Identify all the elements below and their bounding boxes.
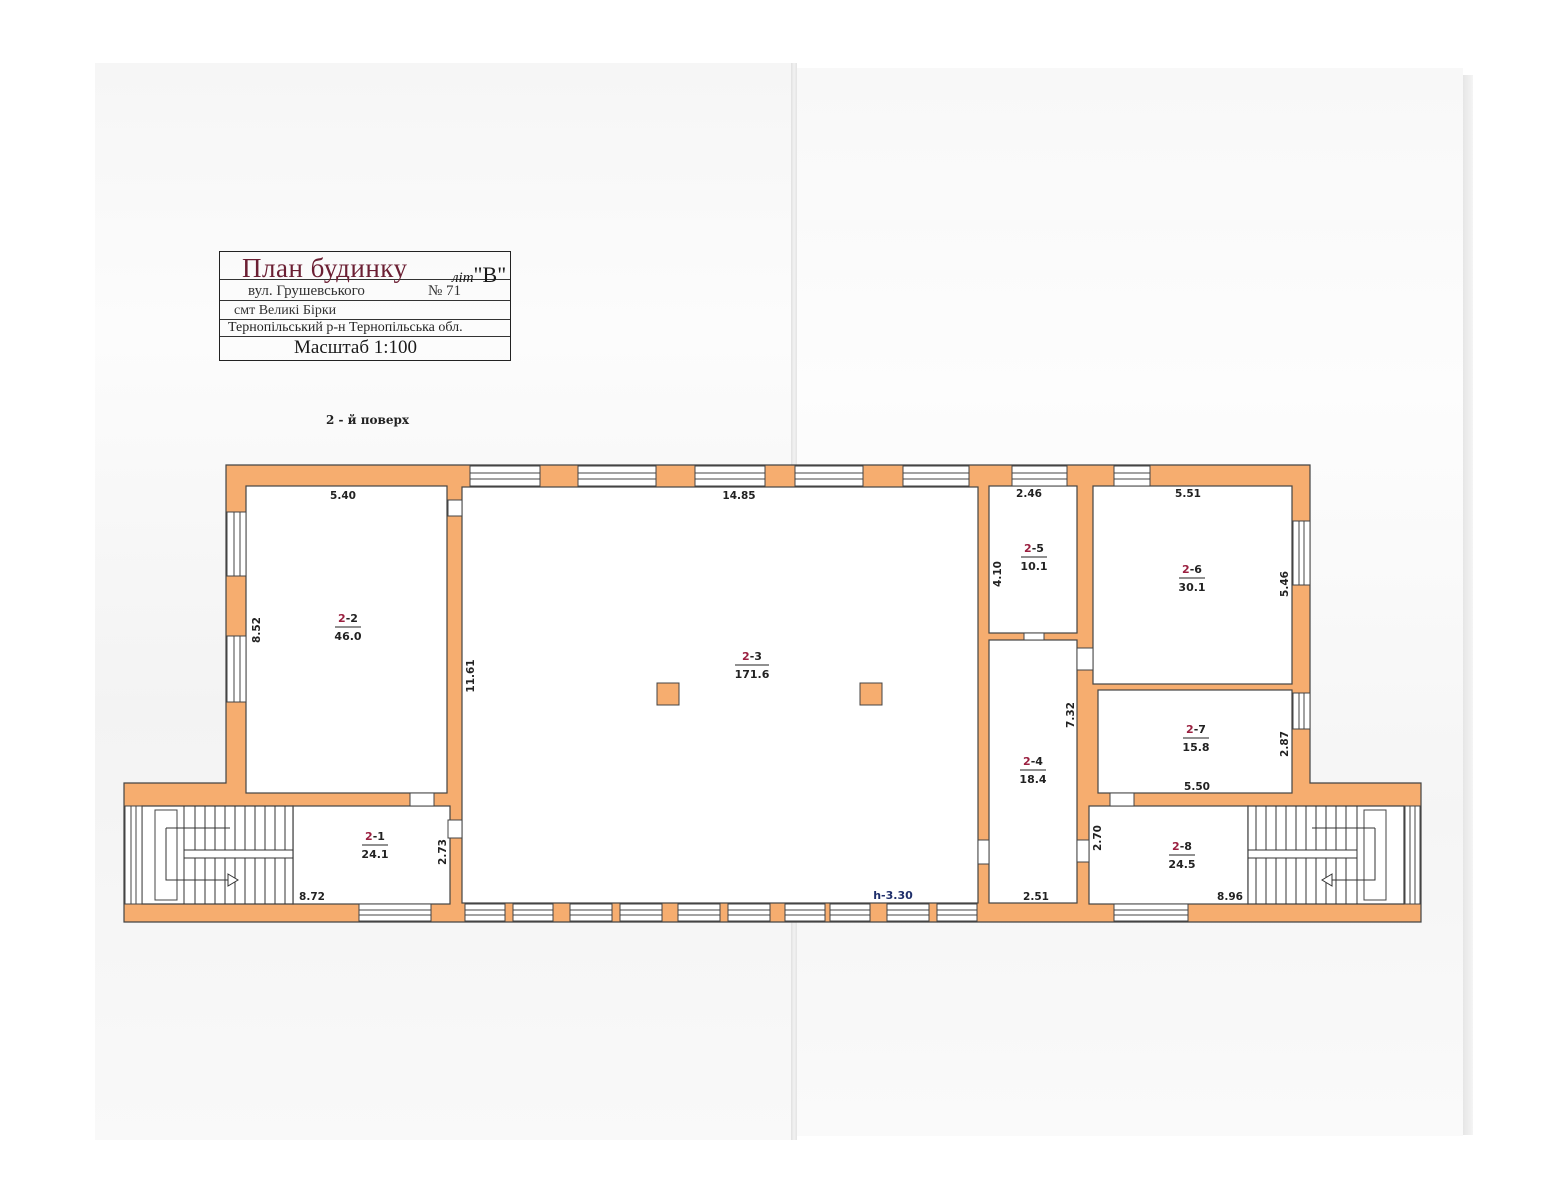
window-top-4 <box>794 465 864 487</box>
dim-8-52: 8.52 <box>251 617 263 643</box>
room-2-1-id: 2-1 <box>365 830 385 843</box>
house-number: № 71 <box>428 283 462 299</box>
dim-2-46: 2.46 <box>1016 488 1042 500</box>
lit-label: літ"В" <box>452 262 506 288</box>
region-label: Тернопільський р-н Тернопільська обл. <box>228 320 463 335</box>
window-bottom-3 <box>512 903 554 922</box>
window-bottom-6 <box>677 903 721 922</box>
dim-8-96: 8.96 <box>1217 891 1243 903</box>
title-row-divider <box>220 279 510 280</box>
room-2-1-floor <box>292 805 451 905</box>
window-bottom-9 <box>829 903 871 922</box>
window-bottom-1 <box>358 903 432 922</box>
room-2-3-area: 171.6 <box>735 668 770 681</box>
right-staircase <box>1248 806 1387 904</box>
room-2-7-label: 2-7 15.8 <box>1182 723 1209 754</box>
room-2-2-area: 46.0 <box>334 630 361 643</box>
room-2-4-id: 2-4 <box>1023 755 1043 768</box>
room-2-1-label: 2-1 24.1 <box>361 830 388 861</box>
window-top-5 <box>902 465 970 487</box>
dim-14-85: 14.85 <box>722 490 755 502</box>
town-label: смт Великі Бірки <box>234 303 337 318</box>
doors <box>409 499 1135 865</box>
room-2-8-area: 24.5 <box>1168 858 1195 871</box>
dim-7-32: 7.32 <box>1065 702 1077 728</box>
window-bottom-5 <box>619 903 663 922</box>
window-top-6 <box>1011 465 1068 487</box>
left-staircase <box>154 806 293 904</box>
region-row-divider <box>220 336 510 337</box>
window-bottom-8 <box>784 903 826 922</box>
dim-2-70: 2.70 <box>1092 825 1104 851</box>
room-2-5-area: 10.1 <box>1020 560 1047 573</box>
window-bottom-12 <box>1113 903 1189 922</box>
dim-5-50: 5.50 <box>1184 781 1210 793</box>
room-2-7-id: 2-7 <box>1186 723 1206 736</box>
street-label: вул. Грушевського <box>248 283 365 299</box>
lit-prefix: літ <box>452 270 474 286</box>
room-2-4-label: 2-4 18.4 <box>1019 755 1046 786</box>
town-row-divider <box>220 319 510 320</box>
window-top-3 <box>694 465 766 487</box>
dim-2-73: 2.73 <box>437 839 449 865</box>
window-top-7 <box>1113 465 1151 487</box>
dim-5-46: 5.46 <box>1279 571 1291 597</box>
window-top-2 <box>577 465 657 487</box>
window-left-1 <box>226 511 247 577</box>
window-right-2 <box>1292 692 1311 730</box>
room-2-8-id: 2-8 <box>1172 840 1192 853</box>
room-2-6-area: 30.1 <box>1178 581 1205 594</box>
column-left <box>656 682 680 706</box>
dim-5-51: 5.51 <box>1175 488 1201 500</box>
window-left-stair <box>124 805 143 905</box>
room-2-6-id: 2-6 <box>1182 563 1202 576</box>
dim-4-10: 4.10 <box>992 561 1004 587</box>
room-2-2-floor <box>245 485 448 794</box>
dim-5-40: 5.40 <box>330 490 356 502</box>
window-bottom-11 <box>936 903 978 922</box>
window-bottom-2 <box>464 903 506 922</box>
page-edge <box>1463 75 1473 1135</box>
window-bottom-10 <box>886 903 930 922</box>
room-2-1-area: 24.1 <box>361 848 388 861</box>
dim-2-51: 2.51 <box>1023 891 1049 903</box>
dim-11-61: 11.61 <box>465 659 477 692</box>
room-2-6-label: 2-6 30.1 <box>1178 563 1205 594</box>
dim-2-87: 2.87 <box>1279 731 1291 757</box>
room-2-5-id: 2-5 <box>1024 542 1044 555</box>
title-block: План будинку літ"В" вул. Грушевського № … <box>219 251 511 361</box>
room-2-2-label: 2-2 46.0 <box>334 612 361 643</box>
window-bottom-7 <box>727 903 771 922</box>
room-2-6-floor <box>1092 485 1293 685</box>
scale-label: Масштаб 1:100 <box>294 337 418 358</box>
window-bottom-4 <box>569 903 613 922</box>
room-2-3-id: 2-3 <box>742 650 762 663</box>
room-2-2-id: 2-2 <box>338 612 358 625</box>
room-2-8-floor <box>1088 805 1249 905</box>
room-2-4-area: 18.4 <box>1019 773 1046 786</box>
room-2-8-label: 2-8 24.5 <box>1168 840 1195 871</box>
room-2-3-floor <box>461 486 979 904</box>
window-left-2 <box>226 635 247 703</box>
room-2-7-area: 15.8 <box>1182 741 1209 754</box>
room-2-3-label: 2-3 171.6 <box>735 650 770 681</box>
height-mark: h-3.30 <box>873 889 913 902</box>
column-right <box>859 682 883 706</box>
window-top-1 <box>469 465 541 487</box>
window-right-1 <box>1292 520 1311 586</box>
floor-label: 2 - й поверх <box>326 413 410 427</box>
window-right-stair <box>1404 805 1421 905</box>
room-2-5-label: 2-5 10.1 <box>1020 542 1047 573</box>
room-2-4-floor <box>988 639 1078 904</box>
plan-title: План будинку <box>242 253 408 283</box>
street-row-divider <box>220 300 510 301</box>
lit-value: "В" <box>473 262 507 287</box>
dim-8-72: 8.72 <box>299 891 325 903</box>
room-2-7-floor <box>1097 689 1293 794</box>
